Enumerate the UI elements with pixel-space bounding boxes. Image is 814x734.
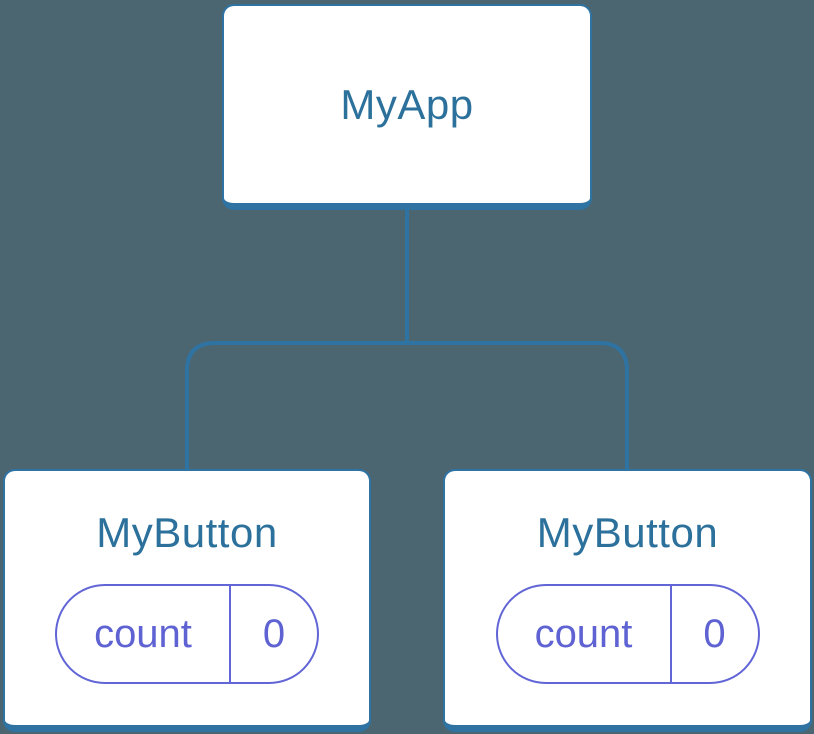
state-value-label: 0 bbox=[262, 612, 286, 656]
root-component-label: MyApp bbox=[340, 80, 474, 128]
child-component-label: MyButton bbox=[536, 509, 719, 556]
child-component-label: MyButton bbox=[96, 509, 278, 556]
state-pill: count 0 bbox=[495, 584, 760, 684]
child-component-node-left: MyButton count 0 bbox=[3, 469, 371, 732]
state-name-label: count bbox=[498, 586, 672, 682]
state-pill: count 0 bbox=[55, 584, 319, 684]
state-name-label: count bbox=[57, 586, 231, 682]
child-component-node-right: MyButton count 0 bbox=[443, 469, 812, 732]
root-component-node: MyApp bbox=[222, 4, 592, 210]
state-value-label: 0 bbox=[703, 612, 726, 656]
children-branch-line bbox=[185, 341, 629, 474]
